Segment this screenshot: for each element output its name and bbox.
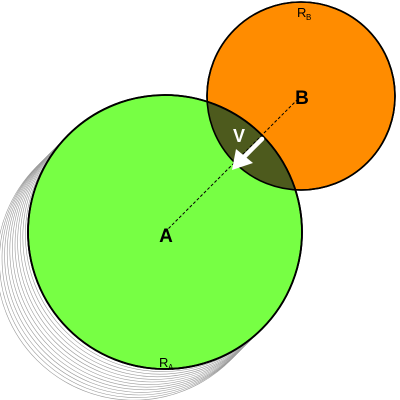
circle-a-outline (27, 94, 303, 370)
label-a: A (159, 226, 173, 247)
label-radius-a-sub: A (168, 363, 174, 372)
label-b: B (295, 88, 309, 109)
label-radius-a: R A (159, 355, 174, 372)
label-v: V (233, 126, 245, 146)
circle-b-outline (206, 1, 396, 191)
label-radius-b-sub: B (306, 13, 311, 22)
label-radius-b-main: R (297, 5, 306, 20)
center-connector-line (164, 95, 302, 233)
velocity-arrow (232, 136, 265, 170)
label-radius-a-main: R (159, 355, 168, 370)
label-radius-b: R B (297, 5, 311, 22)
